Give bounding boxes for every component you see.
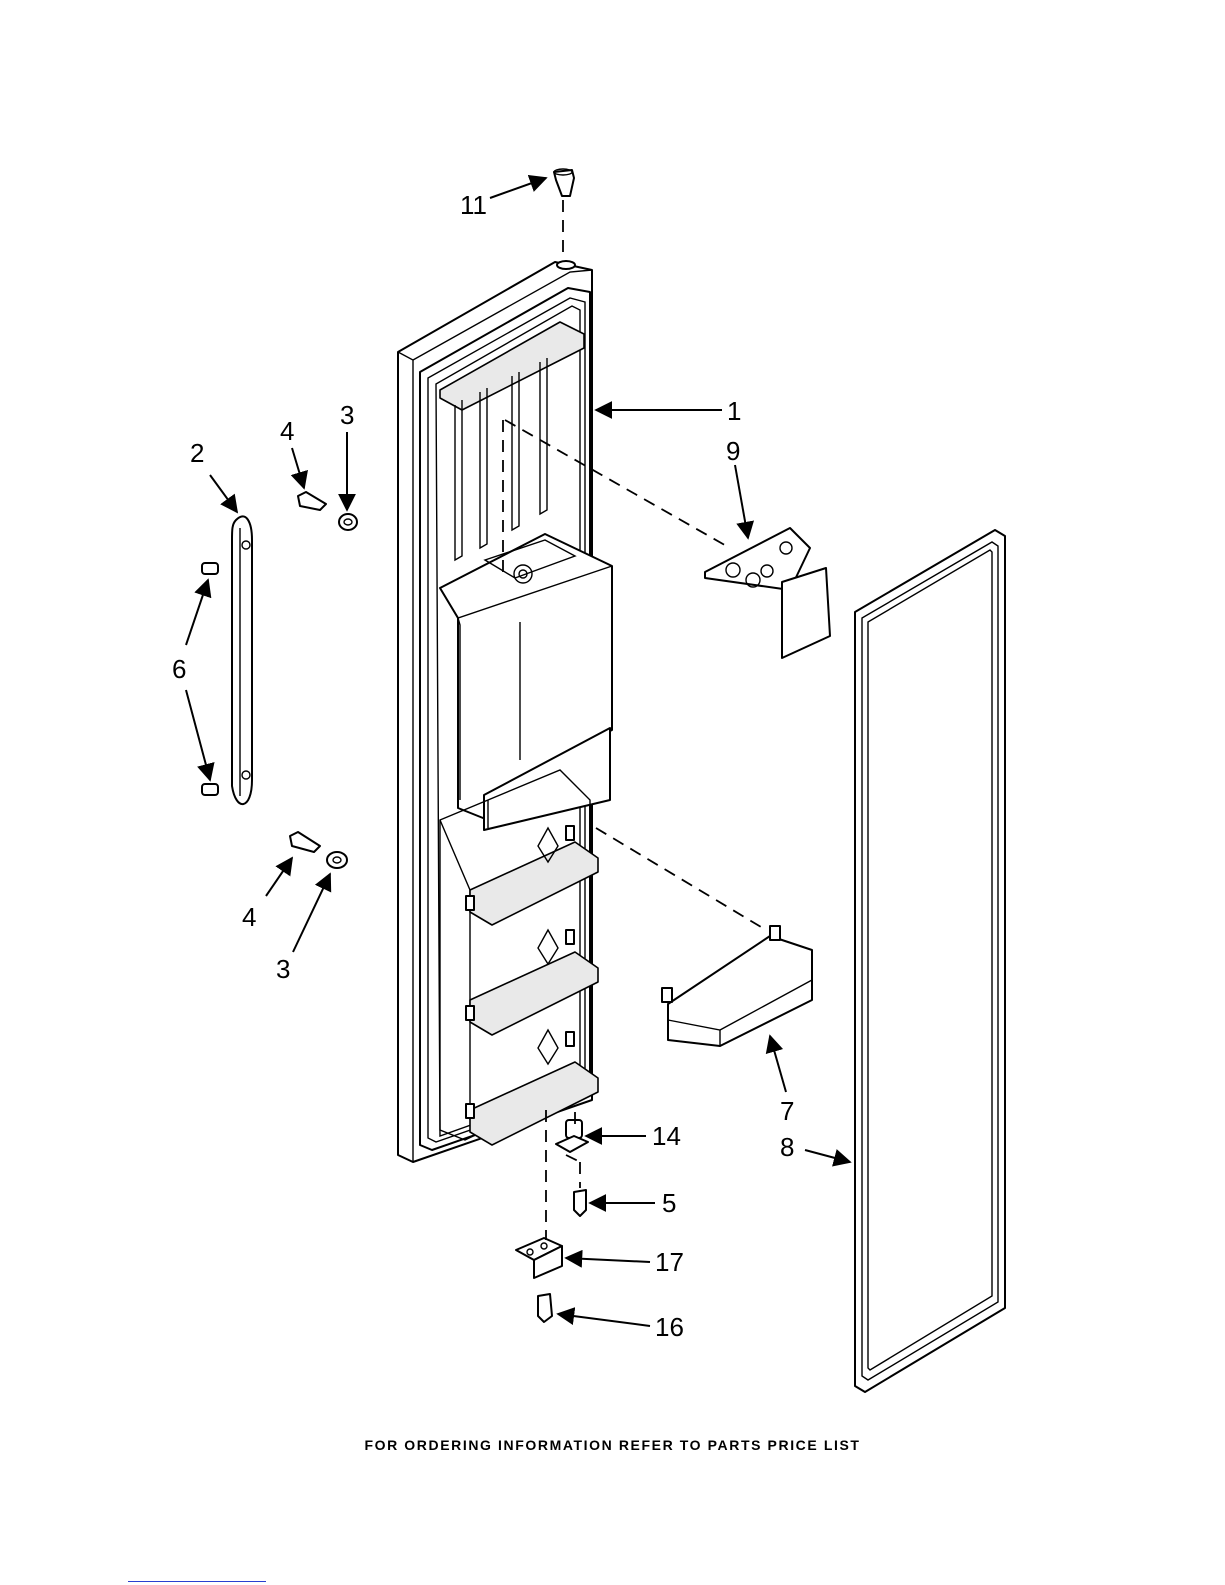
door-bin [662, 926, 812, 1046]
hinge-bracket [516, 1238, 562, 1278]
hinge-pin [556, 1120, 588, 1152]
callout-5: 5 [662, 1188, 676, 1218]
door-gasket [855, 530, 1005, 1392]
callout-3-upper: 3 [340, 400, 354, 430]
callout-14: 14 [652, 1121, 681, 1151]
callout-4-lower: 4 [242, 902, 256, 932]
callout-11: 11 [460, 190, 487, 220]
callout-7: 7 [780, 1096, 794, 1126]
callout-6: 6 [172, 654, 186, 684]
bottom-rule [128, 1581, 266, 1582]
callout-3-lower: 3 [276, 954, 290, 984]
callout-2: 2 [190, 438, 204, 468]
callout-16: 16 [655, 1312, 684, 1342]
callout-17: 17 [655, 1247, 684, 1277]
callout-1: 1 [727, 396, 741, 426]
hinge-screw [574, 1190, 586, 1216]
door-assembly [398, 261, 612, 1162]
callout-8: 8 [780, 1132, 794, 1162]
ordering-note: FOR ORDERING INFORMATION REFER TO PARTS … [0, 1437, 1225, 1453]
cover-part [705, 528, 830, 658]
callout-9: 9 [726, 436, 740, 466]
handle-mount-upper [298, 492, 357, 530]
callout-4-upper: 4 [280, 416, 294, 446]
handle-mount-lower [290, 832, 347, 868]
hinge-plug [554, 169, 574, 196]
hinge-bolt [538, 1294, 552, 1322]
door-handle [232, 516, 252, 804]
